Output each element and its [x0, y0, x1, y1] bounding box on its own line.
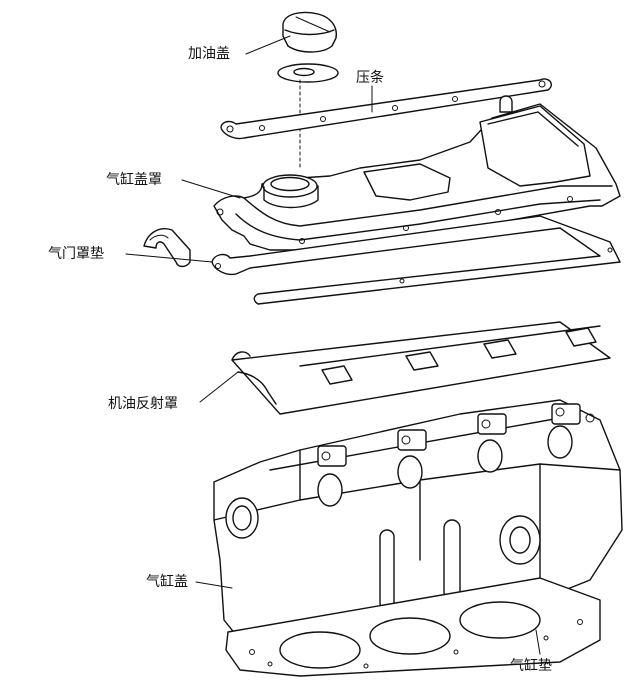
breather-hose [143, 228, 191, 268]
valve-cover-gasket [211, 215, 621, 305]
cylinder-head-gasket [225, 577, 601, 677]
leader-head-gasket [535, 629, 541, 655]
oil-filler-cap [277, 11, 339, 83]
leader-deflector [199, 371, 239, 403]
label-cylinder-head-cover: 气缸盖罩 [106, 171, 162, 188]
label-pressure-strip: 压条 [356, 69, 384, 86]
leader-oil-cap [245, 35, 291, 55]
pressure-strip [220, 78, 552, 140]
label-valve-cover-gasket: 气门罩垫 [48, 246, 104, 262]
cylinder-head-cover [213, 95, 621, 251]
deflector-mount-tabs [321, 327, 597, 385]
leader-gasket [125, 253, 213, 263]
leader-lines [125, 35, 541, 655]
label-cylinder-head-gasket: 气缸垫 [510, 657, 552, 674]
cylinder-head-bolts [321, 407, 595, 461]
leader-head [195, 581, 233, 589]
leader-cover [181, 179, 241, 199]
cylinder-head [213, 399, 623, 641]
label-oil-cap: 加油盖 [188, 46, 230, 62]
label-oil-deflector: 机油反射罩 [108, 396, 178, 412]
gasket-holes [249, 619, 583, 669]
oil-deflector [231, 321, 611, 415]
lower-ports [379, 515, 541, 611]
labels: 加油盖 压条 气缸盖罩 气门罩垫 机油反射罩 气缸盖 气缸垫 [48, 46, 552, 674]
label-cylinder-head: 气缸盖 [146, 573, 188, 590]
cam-bearing-caps [317, 403, 581, 467]
cylinder-head-ports [225, 425, 573, 539]
